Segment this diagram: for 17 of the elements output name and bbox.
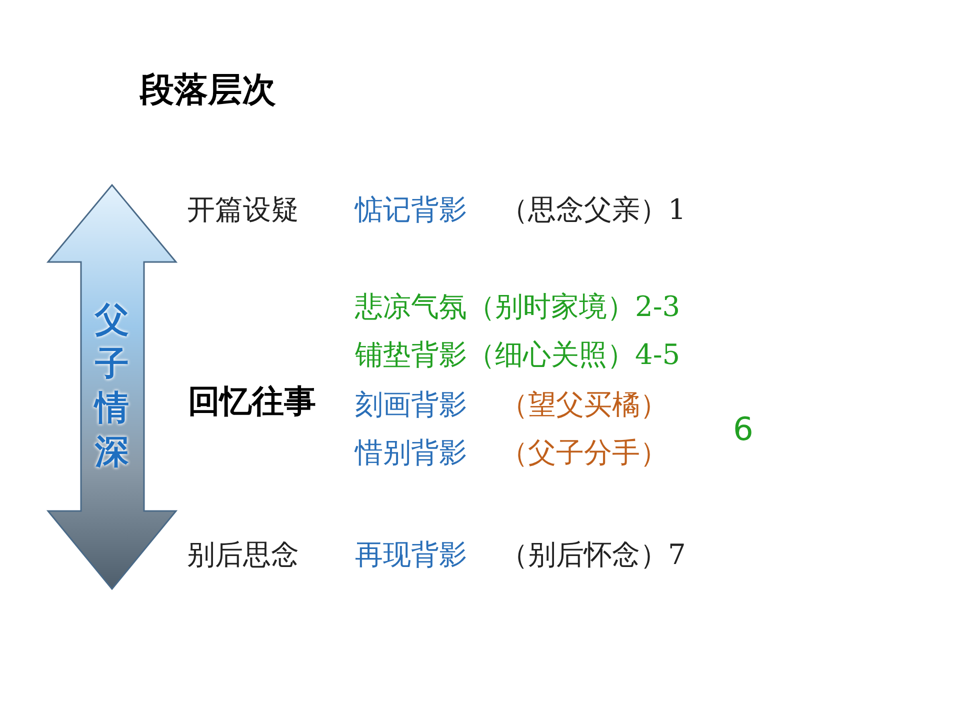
slide-title: 段落层次	[140, 70, 276, 110]
note-text: （思念父亲）1	[500, 193, 686, 227]
double-arrow	[46, 183, 178, 593]
summary-text: 刻画背影	[355, 388, 467, 422]
note-text: （望父买橘）	[500, 388, 668, 422]
note-text: （父子分手）	[500, 436, 668, 470]
summary-text: 悲凉气氛（别时家境）2-3	[355, 290, 680, 324]
summary-text: 惜别背影	[355, 436, 467, 470]
section-label: 别后思念	[187, 538, 299, 572]
arrow-label: 父子情深	[94, 299, 130, 474]
section-label: 开篇设疑	[187, 193, 299, 227]
summary-text: 惦记背影	[355, 193, 467, 227]
note-text: （别后怀念）7	[500, 538, 686, 572]
summary-text: 再现背影	[355, 538, 467, 572]
paragraph-number: 6	[733, 412, 754, 446]
summary-text: 铺垫背影（细心关照）4-5	[355, 338, 680, 372]
section-label: 回忆往事	[188, 384, 316, 418]
